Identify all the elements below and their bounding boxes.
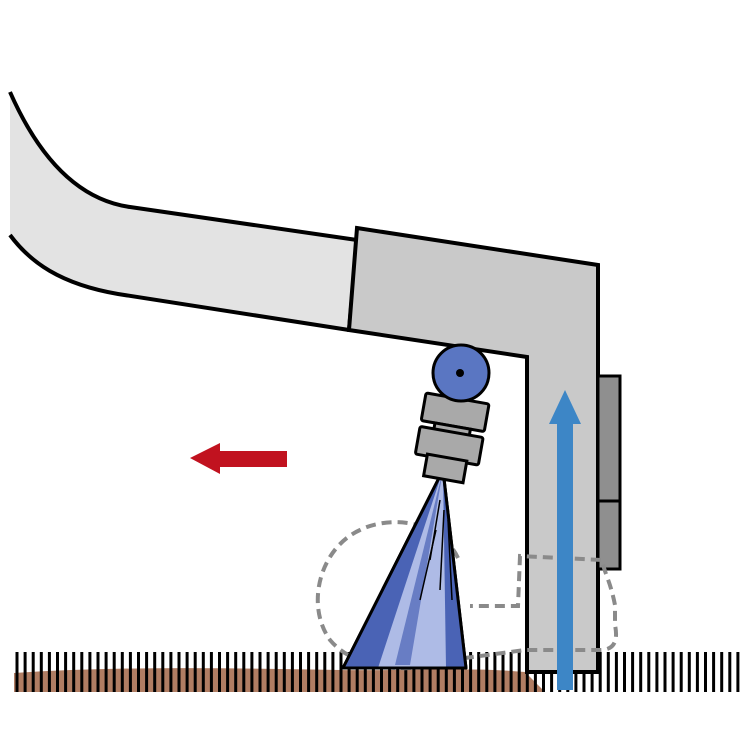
swivel-pivot: [456, 369, 464, 377]
mounting-bracket: [596, 374, 622, 571]
boom-arm: [8, 91, 359, 332]
bracket-plate-lower: [596, 499, 622, 571]
spray-cone-outline: [341, 468, 468, 670]
travel-direction-arrow: [190, 443, 287, 474]
nozzle-tip: [421, 452, 469, 485]
spray-line-2: [439, 509, 445, 591]
spray-cone-streak-1: [395, 470, 443, 665]
flow-arrow: [549, 390, 581, 690]
nozzle-swivel: [431, 343, 491, 403]
spray-line-3: [419, 529, 437, 601]
soil: [14, 668, 545, 692]
bracket-plate-upper: [596, 374, 622, 503]
dashed-outline: [315, 520, 619, 671]
spray-cone: [341, 468, 468, 670]
elbow-drop-tube: [346, 225, 600, 674]
nozzle-body: [414, 381, 491, 485]
crop-row: [15, 652, 740, 692]
spray-line-4: [447, 519, 453, 601]
